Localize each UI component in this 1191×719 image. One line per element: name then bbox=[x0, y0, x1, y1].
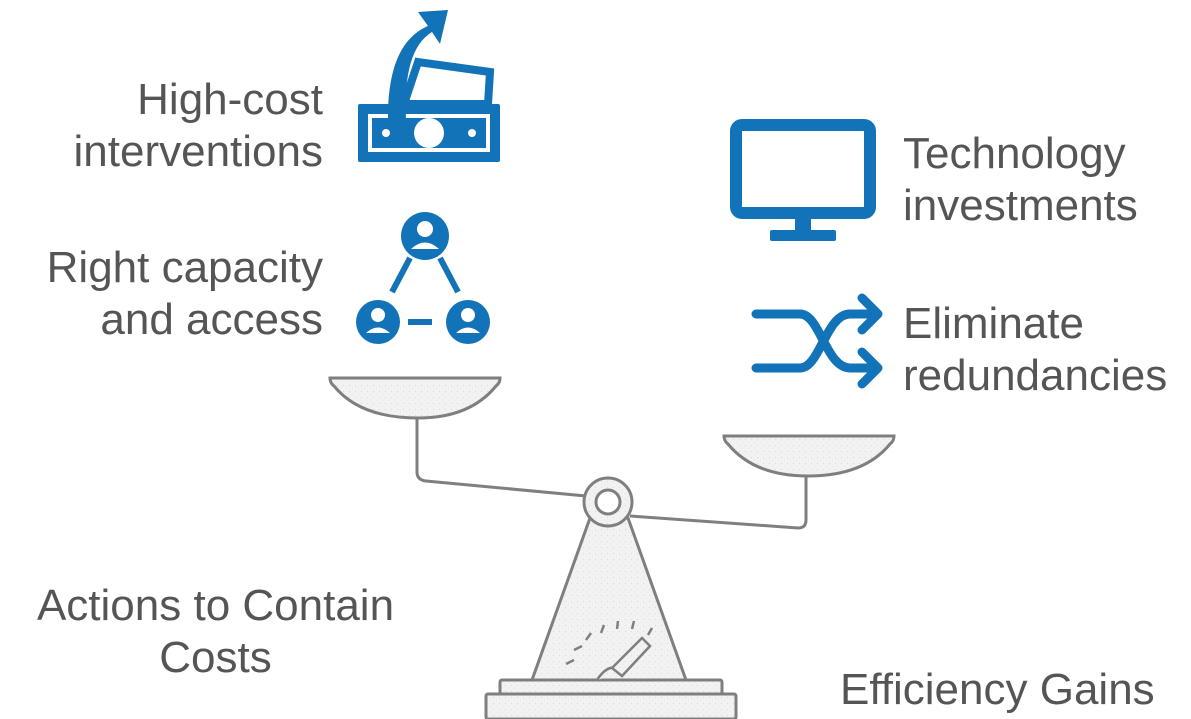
shuffle-icon bbox=[751, 293, 883, 389]
label-right-capacity-access: Right capacity and access bbox=[46, 243, 323, 344]
scale-stand bbox=[529, 516, 689, 682]
title-actions-to-contain-costs: Actions to Contain Costs bbox=[36, 581, 395, 682]
monitor-icon bbox=[730, 119, 876, 241]
money-icon bbox=[358, 10, 500, 162]
label-technology-investments: Technology investments bbox=[903, 129, 1138, 230]
label-eliminate-redundancies: Eliminate redundancies bbox=[903, 299, 1168, 400]
title-efficiency-gains: Efficiency Gains bbox=[840, 665, 1155, 714]
label-high-cost-interventions: High-cost interventions bbox=[73, 75, 323, 176]
scale-base bbox=[498, 678, 724, 696]
people-network-icon bbox=[356, 212, 490, 344]
gauge-icon bbox=[565, 620, 654, 681]
left-pan bbox=[328, 376, 502, 420]
right-pan bbox=[722, 434, 896, 478]
balance-scale-illustration bbox=[328, 376, 896, 719]
